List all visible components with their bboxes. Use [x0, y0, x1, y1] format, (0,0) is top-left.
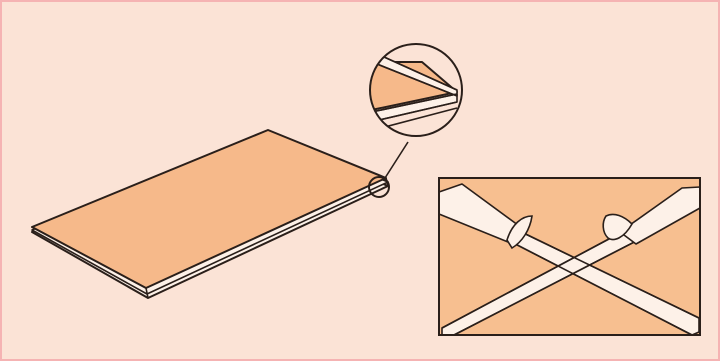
envelope-panel: [439, 178, 700, 335]
